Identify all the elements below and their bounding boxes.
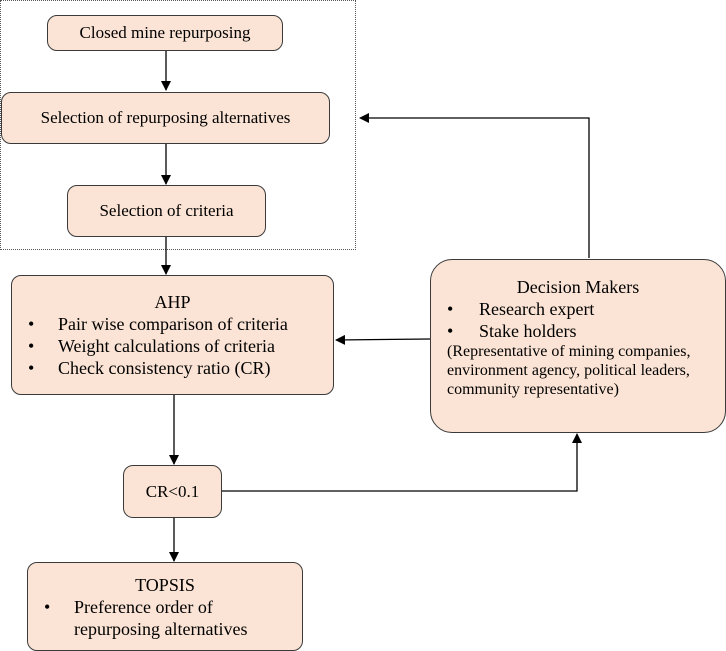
ahp-item: Weight calculations of criteria	[12, 335, 333, 357]
ahp-item: Check consistency ratio (CR)	[12, 357, 333, 379]
closed-mine-node: Closed mine repurposing	[47, 15, 283, 51]
closed-mine-label: Closed mine repurposing	[79, 23, 251, 43]
ahp-title: AHP	[154, 292, 191, 312]
selection-alternatives-label: Selection of repurposing alternatives	[40, 108, 291, 128]
selection-criteria-node: Selection of criteria	[67, 185, 266, 237]
selection-criteria-label: Selection of criteria	[99, 201, 234, 221]
topsis-node: TOPSIS Preference order of repurposing a…	[27, 562, 303, 651]
arrow-decision-to-ahp	[335, 334, 431, 345]
arrow-decision-to-alternatives	[359, 113, 590, 258]
decision-makers-note: (Representative of mining companies, env…	[447, 343, 691, 398]
decision-makers-item: Research expert	[431, 298, 725, 320]
arrow-cr-to-decision	[222, 433, 582, 492]
decision-makers-list: Research expert Stake holders	[431, 298, 725, 342]
ahp-list: Pair wise comparison of criteria Weight …	[12, 313, 333, 379]
selection-group-frame	[0, 0, 356, 250]
topsis-item: Preference order of repurposing alternat…	[28, 596, 302, 640]
decision-makers-title: Decision Makers	[516, 277, 640, 297]
ahp-item: Pair wise comparison of criteria	[12, 313, 333, 335]
selection-alternatives-node: Selection of repurposing alternatives	[1, 92, 330, 144]
decision-makers-item: Stake holders	[431, 320, 725, 342]
cr-check-label: CR<0.1	[145, 481, 200, 501]
decision-makers-node: Decision Makers Research expert Stake ho…	[430, 259, 726, 433]
ahp-node: AHP Pair wise comparison of criteria Wei…	[11, 275, 334, 395]
topsis-list: Preference order of repurposing alternat…	[28, 596, 302, 640]
cr-check-node: CR<0.1	[123, 465, 222, 518]
topsis-title: TOPSIS	[135, 575, 195, 595]
